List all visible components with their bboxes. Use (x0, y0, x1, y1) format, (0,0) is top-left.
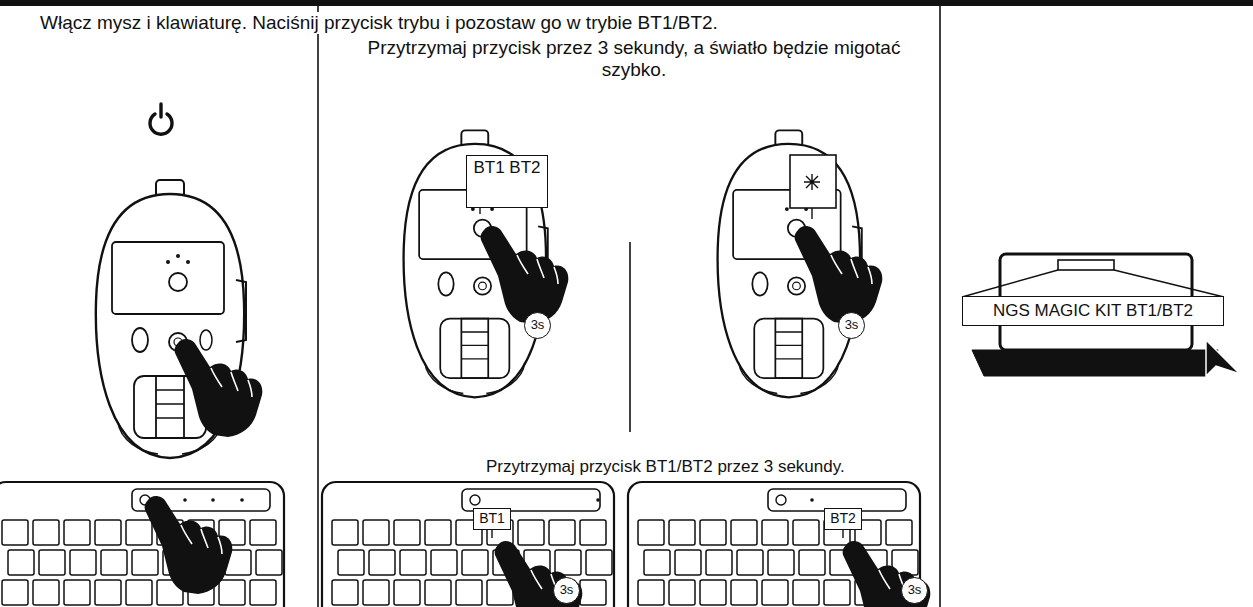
laptop (962, 254, 1240, 376)
instruction-text: Przytrzymaj przycisk przez 3 sekundy, a … (339, 37, 929, 81)
node-text: 3s (845, 318, 859, 332)
indicator-dots (183, 498, 814, 502)
callout-box: BT1 BT2 (466, 155, 548, 208)
keyboard (322, 482, 614, 607)
keyboard (0, 482, 284, 607)
power-icon (150, 104, 172, 134)
node-text: BT1 (479, 511, 505, 526)
instruction-text: Włącz mysz i klawiaturę. Naciśnij przyci… (40, 12, 718, 34)
hand (795, 226, 883, 324)
hand (843, 541, 931, 607)
divider (629, 242, 631, 432)
hand (481, 226, 569, 324)
duration-badge: 3s (901, 577, 928, 604)
instruction-text: Przytrzymaj przycisk BT1/BT2 przez 3 sek… (486, 457, 845, 477)
node-text: 3s (531, 318, 545, 332)
duration-badge: 3s (553, 577, 580, 604)
leader-line (811, 208, 812, 219)
key-label: BT2 (824, 508, 862, 530)
key-label: BT1 (473, 508, 511, 530)
hand (145, 496, 233, 594)
divider (317, 6, 319, 607)
duration-badge: 3s (838, 312, 865, 339)
hand (175, 339, 263, 437)
node-text: BT2 (830, 511, 856, 526)
node-text: NGS MAGIC KIT BT1/BT2 (993, 302, 1193, 321)
hand (495, 541, 583, 607)
divider (939, 6, 941, 607)
node-text: 3s (908, 583, 922, 597)
leader-line (479, 208, 480, 214)
led-symbol (804, 174, 820, 190)
node-text: BT1 BT2 (473, 159, 540, 178)
callout-box (790, 155, 836, 208)
device-name-box: NGS MAGIC KIT BT1/BT2 (962, 296, 1224, 326)
duration-badge: 3s (524, 312, 551, 339)
node-text: 3s (560, 583, 574, 597)
